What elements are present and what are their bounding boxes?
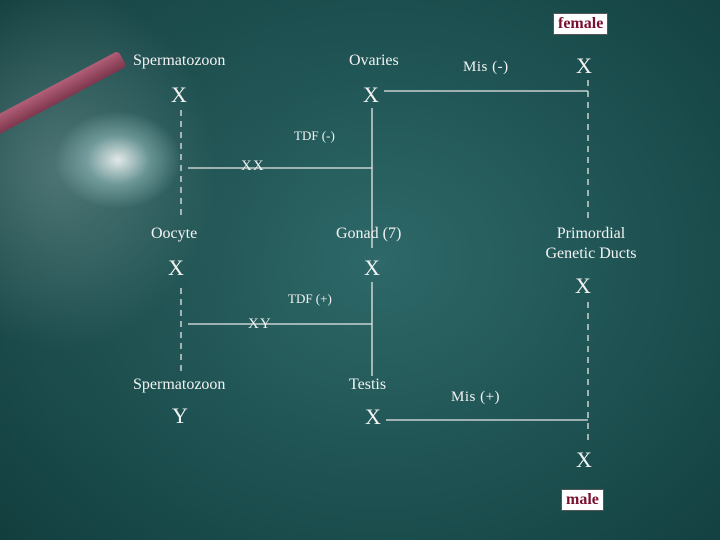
gonad-label: Gonad (7) bbox=[336, 225, 402, 242]
oocyte-label: Oocyte bbox=[151, 225, 198, 242]
oocyte-x-symbol: X bbox=[168, 255, 184, 280]
mis-negative-label: Mis (-) bbox=[463, 59, 509, 75]
spermatozoon-bottom-label: Spermatozoon bbox=[133, 376, 226, 393]
tdf-negative-label: TDF (-) bbox=[294, 128, 335, 143]
tdf-positive-label: TDF (+) bbox=[288, 291, 332, 306]
testis-label: Testis bbox=[349, 376, 387, 393]
male-label: male bbox=[561, 489, 604, 511]
primordial-label-line1: Primordial bbox=[556, 225, 626, 242]
ducts-x-symbol: X bbox=[575, 273, 591, 298]
testis-x-symbol: X bbox=[365, 404, 381, 429]
female-label: female bbox=[553, 13, 609, 35]
mis-positive-label: Mis (+) bbox=[451, 389, 501, 405]
sperm-bottom-y-symbol: Y bbox=[172, 403, 188, 428]
primordial-label: Primordial Genetic Ducts bbox=[538, 225, 644, 263]
male-x-symbol: X bbox=[576, 447, 592, 472]
primordial-label-line2: Genetic Ducts bbox=[545, 245, 637, 262]
ovaries-label: Ovaries bbox=[349, 52, 399, 69]
gonad-x-symbol: X bbox=[364, 255, 380, 280]
xx-genotype: XX bbox=[241, 158, 265, 174]
sperm-top-x-symbol: X bbox=[171, 82, 187, 107]
xy-genotype: XY bbox=[248, 316, 272, 332]
spermatozoon-top-label: Spermatozoon bbox=[133, 52, 226, 69]
female-x-symbol: X bbox=[576, 53, 592, 78]
ovaries-x-symbol: X bbox=[363, 82, 379, 107]
